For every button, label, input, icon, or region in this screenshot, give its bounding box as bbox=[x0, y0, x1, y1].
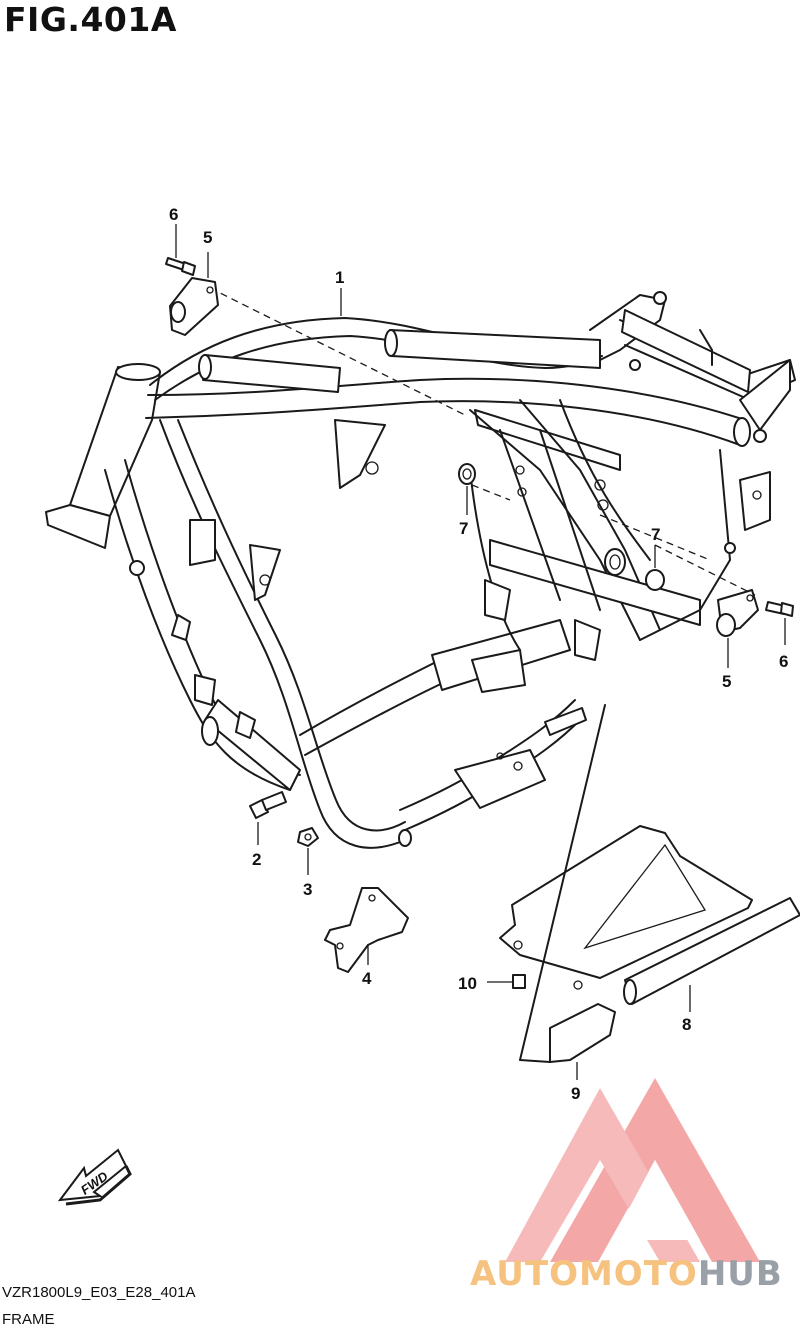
alignment-lines bbox=[209, 287, 756, 596]
nut-part-3 bbox=[297, 827, 319, 875]
drawing-code: VZR1800L9_E03_E28_401A bbox=[2, 1284, 196, 1301]
callout-1: 1 bbox=[335, 268, 344, 287]
watermark-part-2: HUB bbox=[697, 1254, 783, 1294]
callout-4: 4 bbox=[362, 969, 372, 988]
bolt-part-10 bbox=[487, 974, 526, 989]
forward-direction-arrow: FWD bbox=[57, 1148, 132, 1206]
figure-title: FIG.401A bbox=[4, 0, 177, 39]
callout-6-left: 6 bbox=[169, 205, 178, 224]
callout-10: 10 bbox=[458, 974, 477, 993]
bracket-part-5-left bbox=[169, 252, 219, 336]
grommet-part-7-b bbox=[645, 545, 665, 591]
callout-5-left: 5 bbox=[203, 228, 212, 247]
callout-5-right: 5 bbox=[722, 672, 731, 691]
bracket-part-4 bbox=[324, 887, 409, 973]
callout-2: 2 bbox=[252, 850, 261, 869]
main-frame-part-1 bbox=[45, 291, 796, 849]
callout-7-right: 7 bbox=[651, 525, 660, 544]
grommet-part-7-a bbox=[458, 463, 476, 515]
bolt-part-6-right bbox=[765, 601, 794, 645]
watermark-text: AUTOMOTOHUB bbox=[470, 1254, 783, 1294]
watermark-logo bbox=[505, 1078, 760, 1262]
callout-8: 8 bbox=[682, 1015, 691, 1034]
callout-7-left: 7 bbox=[459, 519, 468, 538]
callout-3: 3 bbox=[303, 880, 312, 899]
bolt-part-6-left bbox=[165, 224, 196, 276]
callout-6-right: 6 bbox=[779, 652, 788, 671]
bolt-part-2 bbox=[249, 791, 287, 845]
callout-9: 9 bbox=[571, 1084, 580, 1103]
watermark-part-1: AUTOMOTO bbox=[470, 1254, 698, 1294]
drawing-caption: FRAME bbox=[2, 1311, 55, 1328]
cover-part-8 bbox=[499, 825, 800, 1012]
bracket-part-5-right bbox=[716, 589, 759, 668]
cover-part-9 bbox=[519, 704, 616, 1080]
